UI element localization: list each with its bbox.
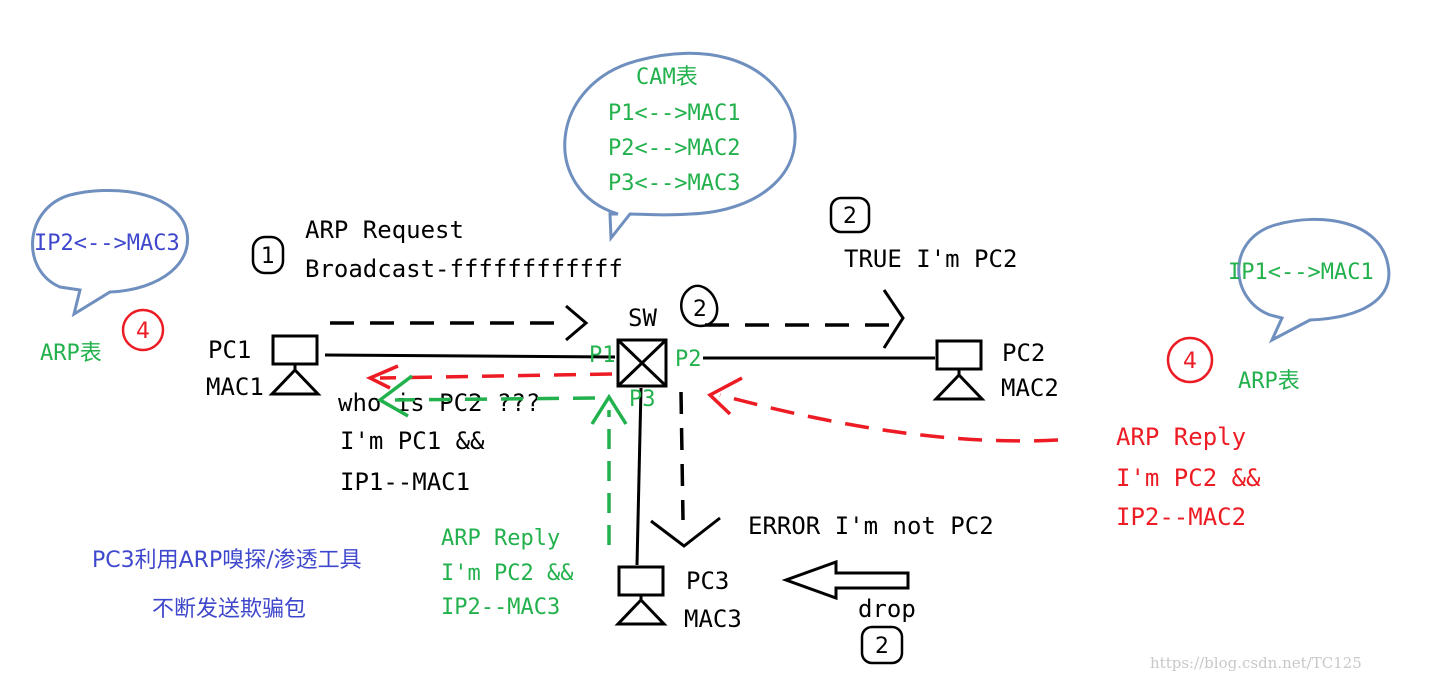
who-is-line2: I'm PC1 &&: [340, 427, 485, 455]
pc3-error-reply: ERROR I'm not PC2: [748, 512, 994, 540]
green-spoof-arrow: [376, 374, 628, 545]
step2-pc2-marker: 2: [829, 196, 871, 234]
step4-right-marker: 4: [1166, 336, 1214, 384]
broadcast-arrow-pc1-sw: [330, 304, 589, 342]
cam-row-2: P2<-->MAC2: [608, 136, 740, 161]
network-links: [324, 353, 935, 566]
link-sw-pc3: [635, 387, 643, 566]
right-arp-bubble: IP1<-->MAC1: [1228, 217, 1391, 344]
pc1-name: PC1: [208, 336, 251, 364]
who-is-line3: IP1--MAC1: [340, 468, 470, 496]
pc3-icon: [614, 565, 668, 626]
step1-marker: 1: [251, 235, 285, 275]
spoof-reply-line3: IP2--MAC3: [441, 595, 560, 620]
pc3-note-line1: PC3利用ARP嗅探/渗透工具: [92, 548, 362, 573]
drop-arrow: [781, 559, 910, 601]
pc2-mac: MAC2: [1001, 374, 1059, 402]
right-reply-line2: I'm PC2 &&: [1116, 464, 1261, 492]
svg-text:4: 4: [136, 319, 150, 344]
switch-port-p2: P2: [675, 347, 702, 372]
spoof-reply-line2: I'm PC2 &&: [441, 561, 574, 586]
cam-row-1: P1<-->MAC1: [608, 101, 740, 126]
cam-row-3: P3<-->MAC3: [608, 171, 740, 196]
step2-switch-marker: 2: [680, 284, 719, 328]
switch-label: SW: [628, 304, 657, 332]
switch: [616, 338, 668, 388]
svg-text:2: 2: [843, 204, 857, 229]
pc1-icon: [268, 334, 322, 396]
left-arp-table-label: ARP表: [40, 341, 102, 366]
pc3-mac: MAC3: [684, 605, 742, 633]
svg-text:1: 1: [261, 244, 275, 269]
step2-drop-marker: 2: [860, 625, 904, 665]
watermark: https://blog.csdn.net/TC125: [1150, 654, 1362, 672]
pc1-mac: MAC1: [206, 373, 264, 401]
pc3-name: PC3: [686, 567, 729, 595]
broadcast-arrow-sw-pc2: [705, 289, 905, 349]
left-bubble-text: IP2<-->MAC3: [34, 231, 180, 256]
pc3-note-line2: 不断发送欺骗包: [152, 597, 306, 622]
pc2-icon: [932, 339, 986, 401]
right-arp-table-label: ARP表: [1238, 369, 1300, 394]
pc2-name: PC2: [1002, 339, 1045, 367]
right-reply-line3: IP2--MAC2: [1116, 503, 1246, 531]
pc2-true-reply: TRUE I'm PC2: [844, 245, 1017, 273]
spoof-reply-line1: ARP Reply: [441, 526, 560, 551]
step4-left-marker: 4: [121, 308, 165, 352]
red-reply-arrow: [365, 364, 1059, 443]
link-pc1-sw: [324, 353, 616, 359]
drop-label: drop: [858, 595, 916, 623]
right-bubble-text: IP1<-->MAC1: [1228, 260, 1374, 285]
switch-port-p3: P3: [629, 387, 656, 412]
cam-table-bubble: CAM表 P1<-->MAC1 P2<-->MAC2 P3<-->MAC3: [563, 51, 797, 243]
cam-table-title: CAM表: [636, 65, 698, 90]
svg-text:2: 2: [693, 297, 707, 322]
left-arp-bubble: IP2<-->MAC3: [31, 189, 189, 318]
arp-request-label: ARP Request: [305, 216, 464, 244]
svg-text:2: 2: [875, 634, 889, 659]
svg-text:4: 4: [1183, 349, 1197, 374]
broadcast-arrow-sw-pc3: [650, 391, 721, 548]
arp-broadcast-label: Broadcast-ffffffffffff: [305, 255, 623, 283]
who-is-line1: who is PC2 ???: [338, 389, 540, 417]
switch-port-p1: P1: [589, 343, 616, 368]
right-reply-line1: ARP Reply: [1116, 423, 1246, 451]
